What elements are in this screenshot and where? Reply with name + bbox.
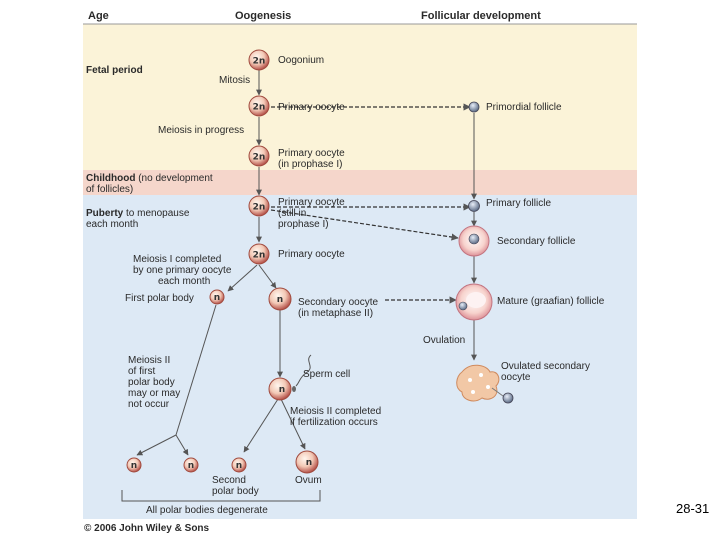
label-meiosis-ii-2: of first [128, 366, 156, 377]
label-sperm-cell: Sperm cell [303, 369, 351, 380]
label-meiosis-i-3: each month [158, 276, 211, 287]
age-childhood-rest: (no development [135, 173, 213, 184]
label-primordial-follicle: Primordial follicle [486, 102, 562, 113]
label-secondary-follicle: Secondary follicle [497, 236, 576, 247]
age-fetal-period: Fetal period [86, 65, 143, 76]
cell-label: n [279, 385, 285, 395]
arrow-split-left [136, 434, 177, 456]
slide-number: 28-31 [676, 501, 710, 516]
cell-label: n [277, 295, 283, 305]
ovulated-oocyte-graphic [456, 364, 514, 404]
cell-label: n [306, 458, 312, 468]
label-oogonium: Oogonium [278, 55, 325, 66]
cell-primary-oocyte-prophase: 2n [248, 145, 270, 167]
label-meiosis-ii-1: Meiosis II [128, 355, 171, 366]
cell-second-polar-body: n [231, 457, 247, 473]
arrow-meiosis-i [258, 264, 277, 289]
label-first-polar-body: First polar body [125, 293, 194, 304]
cell-polar-body-a: n [126, 457, 142, 473]
cell-oogonium: 2n [248, 49, 270, 71]
arrow-to-ovum [280, 398, 306, 450]
copyright: © 2006 John Wiley & Sons [84, 523, 210, 534]
label-meiosis-ii-completed-1: Meiosis II completed [290, 406, 382, 417]
childhood-band [83, 170, 637, 195]
cell-label: 2n [253, 57, 266, 67]
label-meiosis-ii-3: polar body [128, 377, 175, 388]
sperm-head [292, 386, 296, 392]
cell-label: n [236, 461, 242, 471]
label-po-still-3: prophase I) [278, 219, 329, 230]
label-primary-follicle: Primary follicle [486, 198, 552, 209]
degenerate-bracket [121, 490, 321, 502]
header-age: Age [88, 10, 109, 22]
label-meiosis-ii-completed-2: if fertilization occurs [290, 417, 378, 428]
secondary-follicle-graphic [458, 225, 490, 257]
header-oogenesis: Oogenesis [235, 10, 292, 22]
header-follicular: Follicular development [421, 10, 541, 22]
cell-label: 2n [253, 251, 266, 261]
label-meiosis-ii-4: may or may [128, 388, 181, 399]
label-mitosis: Mitosis [219, 75, 251, 86]
label-ovum: Ovum [295, 475, 322, 486]
cell-label: n [131, 461, 137, 471]
age-childhood-line2: of follicles) [86, 184, 134, 195]
arrow-first-polar-down [175, 304, 217, 436]
label-primary-oocyte-monthly: Primary oocyte [278, 249, 345, 260]
label-secondary-oocyte-2: (in metaphase II) [298, 308, 374, 319]
age-childhood-bold: Childhood [86, 173, 136, 184]
cell-fertilized-oocyte: n [268, 377, 292, 401]
arrow-split-right [175, 434, 189, 456]
cell-label: 2n [253, 153, 266, 163]
label-all-polar-degenerate: All polar bodies degenerate [146, 505, 268, 516]
label-meiosis-i-1: Meiosis I completed [133, 254, 222, 265]
sperm-tail [295, 354, 312, 387]
cell-primary-oocyte-monthly: 2n [248, 243, 270, 265]
cell-primary-oocyte-fetal: 2n [248, 95, 270, 117]
arrow-to-second-polar [243, 398, 279, 453]
cell-primary-oocyte-still: 2n [248, 195, 270, 217]
label-secondary-oocyte-1: Secondary oocyte [298, 297, 379, 308]
cell-first-polar-body: n [209, 289, 225, 305]
cell-secondary-oocyte: n [268, 287, 292, 311]
label-po-still-2: (still in [278, 208, 307, 219]
cell-label: n [188, 461, 194, 471]
mature-follicle-graphic [455, 283, 493, 321]
label-po-prophase-2: (in prophase I) [278, 159, 343, 170]
puberty-band [83, 195, 637, 519]
label-second-polar-body-2: polar body [212, 486, 259, 497]
cell-ovum: n [295, 450, 319, 474]
label-ovulated-1: Ovulated secondary [501, 361, 590, 372]
label-meiosis-i-2: by one primary oocyte [133, 265, 232, 276]
label-mature-follicle: Mature (graafian) follicle [497, 296, 605, 307]
primordial-follicle-graphic [468, 101, 480, 113]
age-puberty-bold: Puberty [86, 208, 124, 219]
cell-label: n [214, 293, 220, 303]
cell-polar-body-b: n [183, 457, 199, 473]
age-puberty-line2: each month [86, 219, 139, 230]
age-childhood: Childhood (no development [86, 173, 213, 184]
label-ovulated-2: oocyte [501, 372, 531, 383]
primary-follicle-graphic [468, 200, 480, 212]
age-puberty-rest: to menopause [123, 208, 190, 219]
arrow-to-first-polar [227, 264, 258, 292]
fetal-band [83, 24, 637, 170]
age-puberty: Puberty to menopause [86, 208, 189, 219]
label-po-still-1: Primary oocyte [278, 197, 345, 208]
label-ovulation: Ovulation [423, 335, 466, 346]
label-po-prophase-1: Primary oocyte [278, 148, 345, 159]
label-meiosis-in-progress: Meiosis in progress [158, 125, 245, 136]
label-second-polar-body-1: Second [212, 475, 246, 486]
dashed-secondary [270, 209, 459, 241]
label-meiosis-ii-5: not occur [128, 399, 170, 410]
cell-label: 2n [253, 203, 266, 213]
cell-label: 2n [253, 103, 266, 113]
label-primary-oocyte-fetal: Primary oocyte [278, 102, 345, 113]
